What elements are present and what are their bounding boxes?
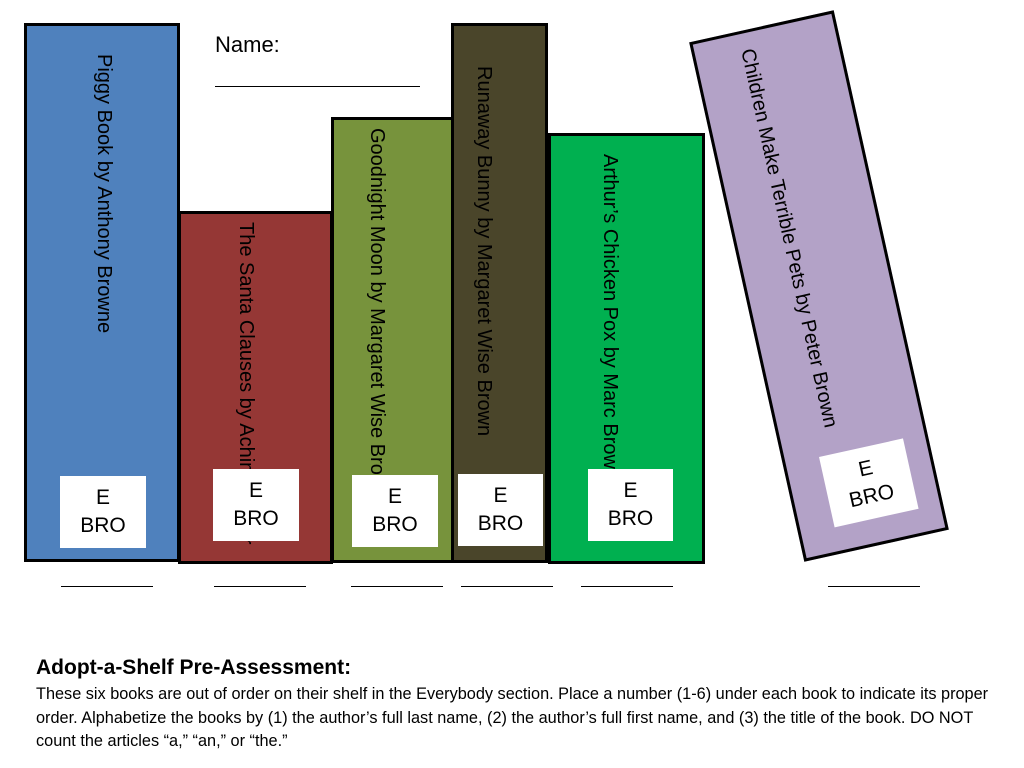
book-runaway-title: Runaway Bunny bbox=[473, 66, 495, 212]
book-santa-title: The Santa Clauses bbox=[235, 222, 257, 393]
book-santa: The Santa Clauses by Achim Broger E BRO bbox=[178, 211, 333, 564]
book-piggy-title: Piggy Book by Anthony Browne bbox=[93, 54, 115, 334]
book-arthur: Arthur’s Chicken Pox by Marc Brown E BRO bbox=[548, 133, 705, 564]
instructions-body: These six books are out of order on thei… bbox=[36, 685, 989, 750]
instructions: Adopt-a-Shelf Pre-Assessment: These six … bbox=[36, 655, 996, 754]
book-piggy-spine: Piggy Book by Anthony Browne bbox=[89, 54, 118, 587]
book-arthur-call-label: E BRO bbox=[588, 469, 673, 541]
answer-blank-santa[interactable] bbox=[214, 586, 306, 587]
book-santa-call-label: E BRO bbox=[213, 469, 299, 541]
book-runaway: Runaway Bunny by Margaret Wise Brown E B… bbox=[451, 23, 548, 563]
name-blank-line[interactable] bbox=[215, 86, 420, 87]
book-arthur-author: by Marc Brown bbox=[599, 346, 621, 481]
book-arthur-spine: Arthur’s Chicken Pox by Marc Brown bbox=[595, 154, 624, 579]
book-piggy-call-label: E BRO bbox=[60, 476, 146, 548]
call-label-line2: BRO bbox=[607, 507, 654, 530]
book-children: Children Make Terrible Pets by Peter Bro… bbox=[689, 10, 949, 562]
instructions-heading: Adopt-a-Shelf Pre-Assessment: bbox=[36, 656, 352, 679]
book-runaway-spine: Runaway Bunny by Margaret Wise Brown bbox=[469, 66, 498, 600]
call-label-line1: E bbox=[856, 455, 875, 482]
answer-blank-children[interactable] bbox=[828, 586, 920, 587]
call-label-line2: BRO bbox=[80, 514, 126, 537]
book-goodnight-call-label: E BRO bbox=[352, 475, 438, 547]
call-label-line2: BRO bbox=[847, 479, 897, 513]
call-label-line2: BRO bbox=[233, 507, 279, 530]
answer-blank-runaway[interactable] bbox=[461, 586, 553, 587]
answer-blank-goodnight[interactable] bbox=[351, 586, 443, 587]
book-goodnight-author: by Margaret Wise Brown bbox=[366, 281, 388, 501]
book-goodnight-title: Goodnight Moon bbox=[366, 128, 388, 276]
book-children-author: by Peter Brown bbox=[790, 291, 842, 430]
call-label-line1: E bbox=[493, 484, 508, 507]
book-goodnight-spine: Goodnight Moon by Margaret Wise Brown bbox=[362, 128, 391, 568]
book-arthur-title: Arthur’s Chicken Pox bbox=[599, 154, 621, 342]
book-runaway-call-label: E BRO bbox=[458, 474, 543, 546]
call-label-line1: E bbox=[387, 485, 402, 508]
name-label: Name: bbox=[215, 32, 280, 57]
book-runaway-author: by Margaret Wise Brown bbox=[473, 217, 495, 437]
call-label-line2: BRO bbox=[477, 512, 524, 535]
answer-blank-arthur[interactable] bbox=[581, 586, 673, 587]
book-children-title: Children Make Terrible Pets bbox=[736, 46, 811, 291]
book-piggy: Piggy Book by Anthony Browne E BRO bbox=[24, 23, 180, 562]
answer-blank-piggy[interactable] bbox=[61, 586, 153, 587]
call-label-line1: E bbox=[95, 486, 110, 509]
call-label-line1: E bbox=[623, 479, 638, 502]
call-label-line2: BRO bbox=[372, 513, 418, 536]
book-goodnight: Goodnight Moon by Margaret Wise Brown E … bbox=[331, 117, 455, 563]
call-label-line1: E bbox=[248, 479, 263, 502]
